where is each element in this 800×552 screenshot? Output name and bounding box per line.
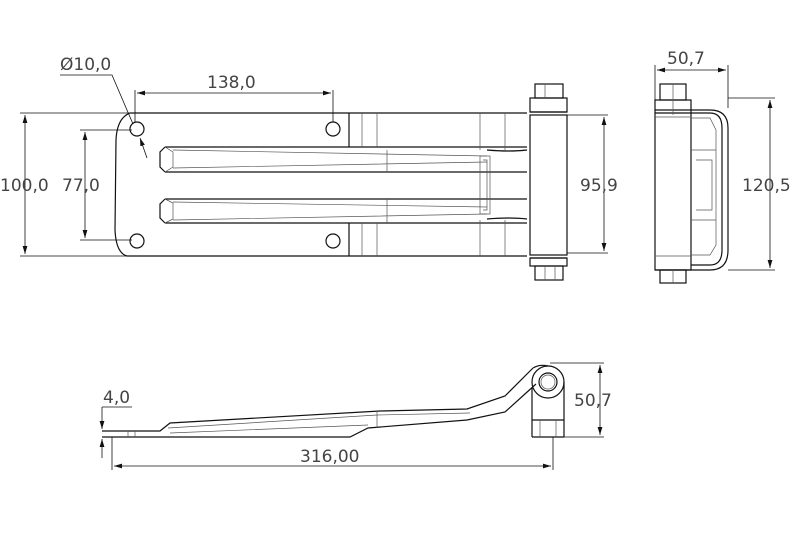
end-view-dimensions	[654, 65, 775, 271]
side-view	[102, 364, 565, 438]
bolt-head	[534, 83, 564, 99]
side-knuckle-height-label: 50,7	[574, 391, 612, 411]
mounting-hole	[325, 233, 341, 249]
plate-height-label: 100,0	[0, 176, 49, 196]
nut	[534, 265, 564, 281]
mounting-hole	[129, 121, 145, 137]
top-view	[114, 83, 568, 281]
end-depth-label: 50,7	[667, 49, 705, 69]
overall-height-label: 120,5	[742, 176, 791, 196]
side-view-dimensions	[99, 362, 604, 470]
end-view	[654, 83, 729, 284]
plate-outline	[114, 112, 527, 257]
plate-thickness-label: 4,0	[103, 388, 130, 408]
knuckle	[529, 114, 568, 256]
hole-spacing-vertical-label: 77,0	[62, 176, 100, 196]
knuckle-height-label: 95,9	[580, 176, 618, 196]
hole-spacing-horizontal-label: 138,0	[207, 73, 256, 93]
overall-length-label: 316,00	[300, 447, 359, 467]
mounting-hole	[129, 233, 145, 249]
hole-diameter-label: Ø10,0	[60, 55, 111, 75]
mounting-hole	[325, 121, 341, 137]
upper-rib	[159, 146, 527, 173]
lower-rib	[159, 198, 527, 224]
knuckle-circle	[531, 365, 565, 399]
top-view-dimensions	[20, 74, 608, 257]
